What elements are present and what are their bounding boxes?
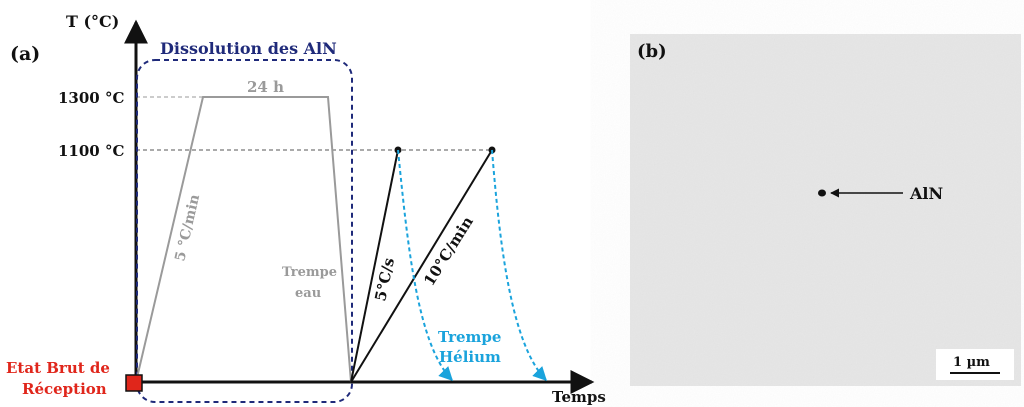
dissolution-box (136, 59, 353, 403)
panel-a: (a) T (°C) Temps 1300 °C 1100 °C Dissolu… (6, 12, 606, 406)
scale-bar-label: 1 µm (953, 355, 990, 370)
helium-quench-label-1: Trempe (438, 328, 501, 346)
aln-particle (818, 189, 826, 197)
start-state-marker (125, 374, 143, 392)
scale-bar-box (936, 349, 1014, 380)
tick-1100: 1100 °C (58, 142, 124, 160)
aln-particle-label: AlN (909, 184, 943, 203)
x-axis-label: Temps (552, 388, 606, 406)
micrograph-texture (630, 34, 1021, 386)
water-quench-label-1: Trempe (282, 265, 337, 280)
helium-quench-fast-curve (397, 149, 453, 382)
helium-quench-label-2: Hélium (439, 348, 501, 366)
slow-heating-label: 10°C/min (420, 213, 477, 289)
start-state-label-1: Etat Brut de (6, 359, 110, 377)
y-axis-label: T (°C) (66, 12, 119, 31)
fast-heating-line (350, 149, 399, 383)
panel-a-label: (a) (10, 43, 40, 65)
panel-b: (b) AlN 1 µm (630, 34, 1021, 386)
start-state-label-2: Réception (22, 380, 107, 398)
dissolution-cycle-line (135, 96, 352, 383)
hold-duration-label: 24 h (247, 78, 284, 96)
tick-1300: 1300 °C (58, 89, 124, 107)
slow-heating-line (350, 149, 493, 383)
heating-rate-label: 5 °C/min (172, 193, 203, 263)
panel-b-label: (b) (637, 41, 667, 62)
helium-quench-slow-curve (491, 149, 547, 382)
dissolution-label: Dissolution des AlN (160, 39, 337, 58)
water-quench-label-2: eau (295, 286, 321, 301)
